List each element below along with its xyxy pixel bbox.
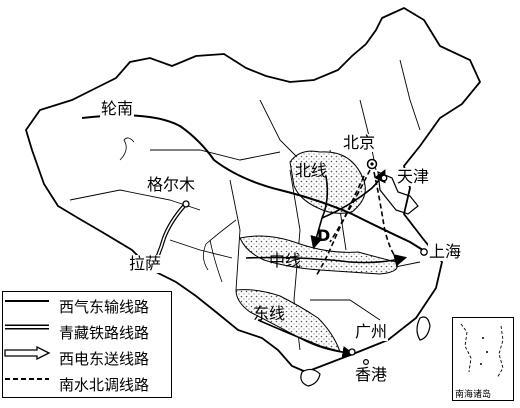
label-lasa: 拉萨 bbox=[128, 254, 163, 273]
country-border bbox=[25, 6, 482, 373]
label-route-south: 东线 bbox=[253, 304, 286, 323]
city-markers bbox=[148, 158, 428, 366]
inset-islands bbox=[460, 323, 504, 379]
label-point-d: D bbox=[317, 226, 331, 245]
legend-item-water: 南水北调线路 bbox=[3, 372, 171, 396]
legend-item-gas: 西气东输线路 bbox=[3, 294, 171, 318]
label-shanghai: 上海 bbox=[428, 242, 463, 261]
legend-item-power: 西电东送线路 bbox=[3, 346, 171, 370]
xianggang-marker bbox=[363, 359, 370, 366]
label-xianggang: 香港 bbox=[354, 365, 389, 384]
double-line-icon bbox=[5, 324, 49, 330]
solid-line-icon bbox=[5, 300, 49, 302]
label-geermu: 格尔木 bbox=[146, 175, 197, 194]
dashed-line-icon bbox=[5, 378, 49, 380]
label-beijing: 北京 bbox=[342, 133, 377, 152]
label-route-north: 北线 bbox=[295, 161, 328, 180]
label-tianjin: 天津 bbox=[396, 167, 431, 186]
tianjin-marker bbox=[380, 174, 388, 182]
south-china-sea-inset: 南海诸岛 bbox=[452, 317, 514, 401]
bohai-coast bbox=[377, 171, 419, 215]
route-west-east-gas bbox=[81, 114, 427, 253]
guangzhou-marker bbox=[348, 348, 356, 356]
taiwan-island bbox=[416, 316, 431, 341]
legend-item-railway: 青藏铁路线路 bbox=[3, 320, 171, 344]
hainan-island bbox=[300, 368, 321, 387]
rivers bbox=[119, 137, 237, 283]
label-lunnan: 轮南 bbox=[100, 99, 135, 118]
route-south-north-water bbox=[315, 169, 397, 277]
shanghai-marker bbox=[420, 248, 428, 256]
map-legend: 西气东输线路 青藏铁路线路 西电东送线路 南水北调线路 bbox=[2, 291, 172, 398]
label-route-middle: 中线 bbox=[269, 251, 302, 270]
hollow-arrow-icon bbox=[4, 346, 51, 360]
label-guangzhou: 广州 bbox=[354, 322, 389, 341]
inset-label: 南海诸岛 bbox=[455, 390, 492, 400]
geermu-marker bbox=[182, 200, 190, 208]
